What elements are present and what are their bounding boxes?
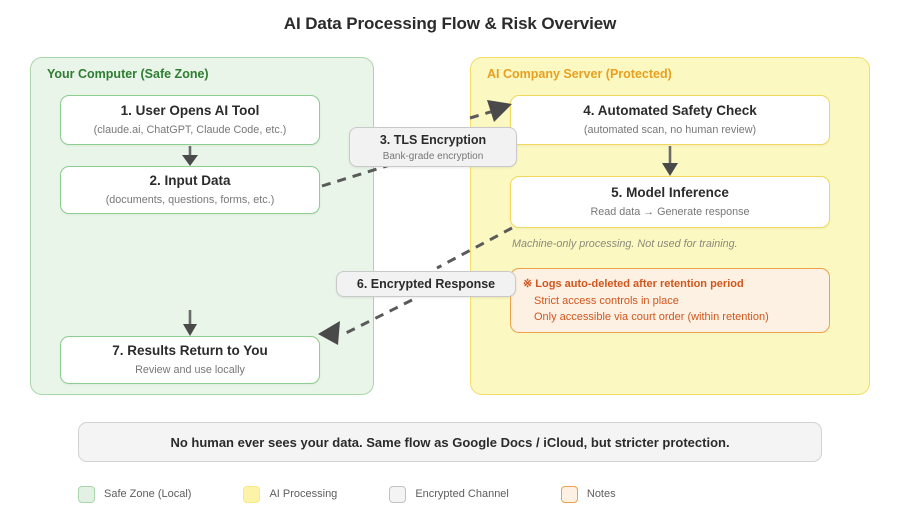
legend-swatch-notes-icon: [560, 485, 578, 503]
legend-swatch-safe-zone-icon: [78, 485, 95, 503]
legend-item-safe-zone: Safe Zone (Local): [78, 485, 192, 503]
step-box-1[interactable]: 1. User Opens AI Tool (claude.ai, ChatGP…: [60, 95, 320, 145]
legend-item-notes: Notes: [560, 485, 616, 503]
step-7-title: 7. Results Return to You: [112, 342, 268, 358]
step-box-7[interactable]: 7. Results Return to You Review and use …: [60, 336, 320, 384]
step-box-4[interactable]: 4. Automated Safety Check (automated sca…: [510, 95, 830, 145]
machine-only-note: Machine-only processing. Not used for tr…: [512, 238, 738, 250]
legend: Safe Zone (Local) AI Processing Encrypte…: [78, 482, 838, 506]
zone-server-label: AI Company Server (Protected): [487, 67, 672, 81]
legend-item-encrypted-channel: Encrypted Channel: [389, 485, 509, 503]
step-1-title: 1. User Opens AI Tool: [120, 102, 260, 118]
step-2-subtitle: (documents, questions, forms, etc.): [105, 194, 275, 207]
legend-swatch-encrypted-channel-icon: [389, 485, 407, 503]
channel-box-tls-encryption[interactable]: 3. TLS Encryption Bank-grade encryption: [349, 127, 517, 167]
step-4-title: 4. Automated Safety Check: [583, 102, 757, 118]
channel-box-encrypted-response[interactable]: 6. Encrypted Response: [336, 271, 516, 297]
legend-label-encrypted-channel: Encrypted Channel: [415, 488, 509, 500]
step-box-2[interactable]: 2. Input Data (documents, questions, for…: [60, 166, 320, 214]
step-5-subtitle: Read data → Generate response: [590, 206, 750, 219]
retention-note-line-3: Only accessible via court order (within …: [534, 311, 769, 324]
step-box-5[interactable]: 5. Model Inference Read data → Generate …: [510, 176, 830, 228]
channel-6-title: 6. Encrypted Response: [356, 276, 496, 291]
legend-label-safe-zone: Safe Zone (Local): [104, 488, 192, 500]
retention-note-1-text: Logs auto-deleted after retention period: [535, 278, 744, 290]
retention-notes-box: ※ Logs auto-deleted after retention peri…: [510, 268, 830, 333]
step-4-subtitle: (automated scan, no human review): [583, 124, 757, 137]
channel-3-title: 3. TLS Encryption: [379, 132, 487, 147]
retention-note-line-2: Strict access controls in place: [534, 294, 679, 307]
legend-label-ai-processing: AI Processing: [269, 488, 338, 500]
retention-note-line-1: ※ Logs auto-deleted after retention peri…: [523, 277, 817, 293]
legend-item-ai-processing: AI Processing: [243, 485, 338, 503]
legend-swatch-ai-processing-icon: [243, 485, 261, 503]
legend-label-notes: Notes: [586, 488, 616, 500]
summary-banner-text: No human ever sees your data. Same flow …: [170, 434, 730, 450]
page-title: AI Data Processing Flow & Risk Overview: [283, 14, 617, 33]
step-1-subtitle: (claude.ai, ChatGPT, Claude Code, etc.): [93, 124, 287, 137]
reference-mark-icon: ※: [523, 278, 533, 290]
step-5-title: 5. Model Inference: [611, 184, 729, 200]
step-7-subtitle: Review and use locally: [135, 364, 245, 377]
step-2-title: 2. Input Data: [149, 172, 231, 188]
channel-3-subtitle: Bank-grade encryption: [382, 150, 484, 162]
summary-banner: No human ever sees your data. Same flow …: [78, 422, 822, 462]
zone-safe-label: Your Computer (Safe Zone): [47, 67, 209, 81]
